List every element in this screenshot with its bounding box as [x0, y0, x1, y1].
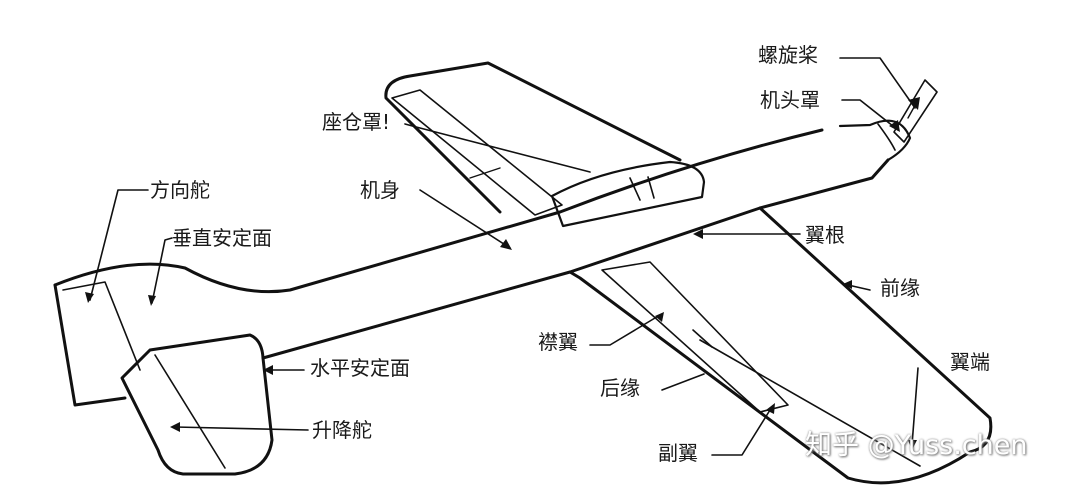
fuselage-top [53, 128, 824, 294]
label-flap: 襟翼 [538, 330, 578, 354]
elevator-outline [154, 354, 226, 469]
near-wing-flap [601, 261, 789, 413]
aileron-outline [699, 339, 921, 467]
rudder-outline [62, 281, 141, 371]
watermark: 知乎 @Yuss.chen [805, 430, 1028, 461]
canopy-outline [550, 160, 706, 228]
upper-wing-outline [384, 61, 682, 214]
label-cowling: 机头罩 [760, 88, 820, 112]
label-leading-edge: 前缘 [880, 276, 920, 300]
label-aileron: 副翼 [658, 441, 698, 465]
label-canopy: 座仓罩! [322, 110, 391, 134]
label-rudder: 方向舵 [150, 178, 210, 202]
label-wing-tip: 翼端 [950, 350, 990, 374]
label-fuselage: 机身 [360, 178, 400, 202]
label-elevator: 升降舵 [312, 418, 372, 442]
near-wing-outline [568, 206, 993, 485]
horizontal-stabilizer-outline [120, 333, 274, 476]
label-vertical-stabilizer: 垂直安定面 [172, 226, 272, 250]
cowling-outline [838, 119, 912, 162]
label-propeller: 螺旋桨 [758, 43, 818, 67]
propeller-blade [893, 79, 938, 143]
label-horizontal-stabilizer: 水平安定面 [310, 356, 410, 380]
upper-wing-flap [391, 89, 563, 216]
label-trailing-edge: 后缘 [600, 376, 640, 400]
label-wing-root: 翼根 [805, 223, 845, 247]
tail-outline [53, 283, 127, 407]
fuselage-bottom [758, 158, 890, 210]
